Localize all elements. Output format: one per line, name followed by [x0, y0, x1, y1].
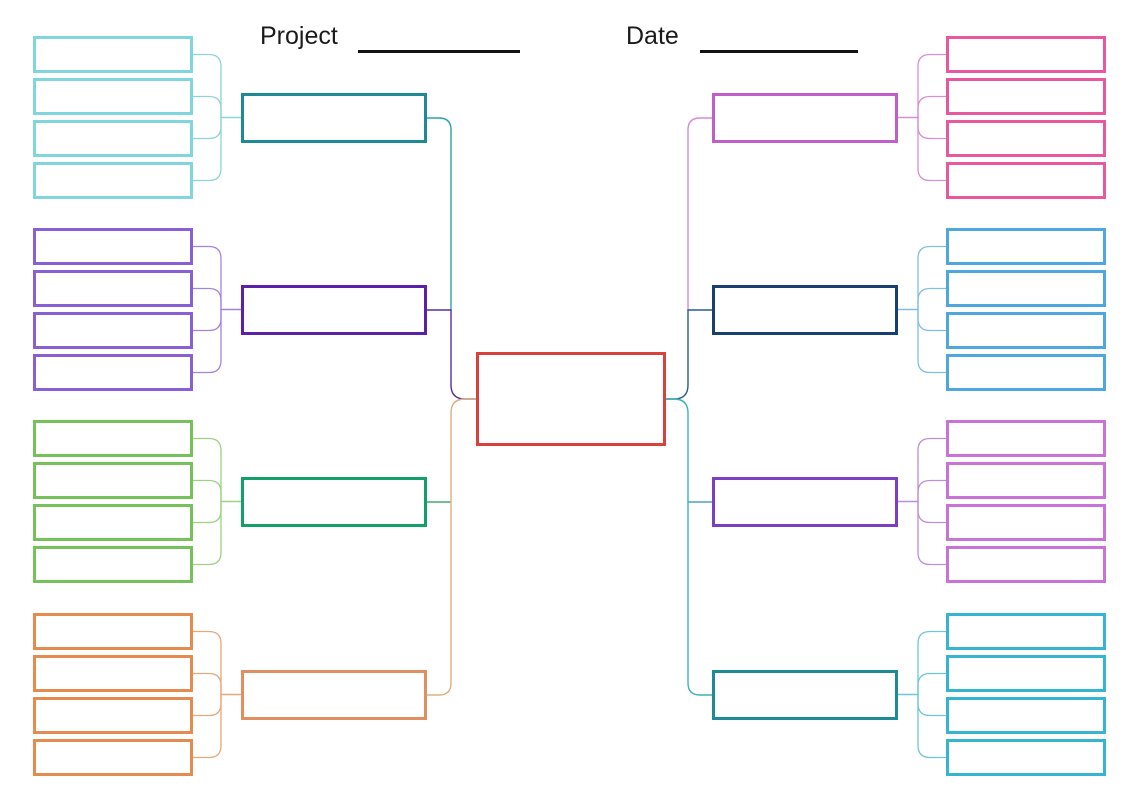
project-label: Project — [260, 22, 338, 50]
group-left-2-slot-2[interactable] — [33, 270, 193, 307]
group-left-3-slot-1[interactable] — [33, 420, 193, 457]
group-left-4-slot-1[interactable] — [33, 613, 193, 650]
group-right-2-slot-1[interactable] — [946, 228, 1106, 265]
group-left-1-wire-slot-4 — [192, 116, 222, 182]
group-right-4-wire-slot-4 — [917, 693, 947, 759]
group-right-1-slot-3[interactable] — [946, 120, 1106, 157]
group-right-1-wire-slot-4 — [917, 116, 947, 182]
group-left-1-slot-1[interactable] — [33, 36, 193, 73]
group-left-1-wire-slot-2 — [192, 95, 222, 119]
semifinal-left-a-top — [426, 117, 452, 311]
project-value-rule[interactable] — [358, 26, 520, 53]
group-right-2-round2-slot[interactable] — [712, 285, 898, 335]
group-left-2-slot-3[interactable] — [33, 312, 193, 349]
group-left-4-wire-slot-4 — [192, 693, 222, 759]
group-left-2-slot-1[interactable] — [33, 228, 193, 265]
group-right-3-wire-slot-2 — [917, 479, 947, 503]
date-label: Date — [626, 22, 679, 50]
group-right-2-wire-slot-1 — [917, 245, 947, 311]
group-right-3-round2-slot[interactable] — [712, 477, 898, 527]
group-left-4-round2-slot[interactable] — [241, 670, 427, 720]
group-left-2-slot-4[interactable] — [33, 354, 193, 391]
group-right-4-slot-2[interactable] — [946, 655, 1106, 692]
group-right-4-slot-4[interactable] — [946, 739, 1106, 776]
semifinal-right-a-top — [687, 117, 713, 311]
group-left-1-wire-slot-1 — [192, 53, 222, 119]
group-left-1-round2-slot[interactable] — [241, 93, 427, 143]
semifinal-left-b-to-champion — [450, 398, 477, 503]
semifinal-right-b-to-champion — [665, 398, 689, 503]
group-right-1-slot-2[interactable] — [946, 78, 1106, 115]
group-left-4-slot-3[interactable] — [33, 697, 193, 734]
group-left-3-slot-2[interactable] — [33, 462, 193, 499]
group-right-1-slot-1[interactable] — [946, 36, 1106, 73]
group-right-1-wire-slot-2 — [917, 95, 947, 119]
group-right-2-wire-slot-4 — [917, 308, 947, 374]
group-left-2-round2-slot[interactable] — [241, 285, 427, 335]
group-right-4-slot-1[interactable] — [946, 613, 1106, 650]
group-right-1-wire-slot-1 — [917, 53, 947, 119]
group-right-2-slot-2[interactable] — [946, 270, 1106, 307]
group-left-4-wire-slot-2 — [192, 672, 222, 696]
group-left-4-slot-4[interactable] — [33, 739, 193, 776]
group-left-1-slot-3[interactable] — [33, 120, 193, 157]
semifinal-right-b-bot — [687, 501, 713, 696]
group-right-3-slot-3[interactable] — [946, 504, 1106, 541]
group-left-1-slot-4[interactable] — [33, 162, 193, 199]
date-value-rule[interactable] — [700, 26, 858, 53]
group-right-3-wire-slot-1 — [917, 437, 947, 503]
group-right-3-slot-1[interactable] — [946, 420, 1106, 457]
group-right-4-slot-3[interactable] — [946, 697, 1106, 734]
group-left-4-wire-slot-1 — [192, 630, 222, 696]
group-right-2-slot-3[interactable] — [946, 312, 1106, 349]
group-left-2-wire-slot-4 — [192, 308, 222, 374]
group-right-4-wire-slot-2 — [917, 672, 947, 696]
group-left-3-slot-4[interactable] — [33, 546, 193, 583]
group-right-4-round2-slot[interactable] — [712, 670, 898, 720]
semifinal-left-b-bot — [426, 501, 452, 696]
group-left-1-slot-2[interactable] — [33, 78, 193, 115]
group-right-4-wire-slot-1 — [917, 630, 947, 696]
group-right-3-wire-slot-4 — [917, 500, 947, 566]
group-left-2-wire-slot-1 — [192, 245, 222, 311]
group-right-3-slot-4[interactable] — [946, 546, 1106, 583]
group-left-3-round2-slot[interactable] — [241, 477, 427, 527]
group-right-1-slot-4[interactable] — [946, 162, 1106, 199]
group-left-3-slot-3[interactable] — [33, 504, 193, 541]
group-right-2-slot-4[interactable] — [946, 354, 1106, 391]
group-left-3-wire-slot-2 — [192, 479, 222, 503]
group-left-3-wire-slot-4 — [192, 500, 222, 566]
group-right-3-slot-2[interactable] — [946, 462, 1106, 499]
group-right-2-wire-slot-2 — [917, 287, 947, 311]
group-left-3-wire-slot-1 — [192, 437, 222, 503]
champion-box[interactable] — [476, 352, 666, 446]
group-right-1-round2-slot[interactable] — [712, 93, 898, 143]
group-left-2-wire-slot-2 — [192, 287, 222, 311]
group-left-4-slot-2[interactable] — [33, 655, 193, 692]
